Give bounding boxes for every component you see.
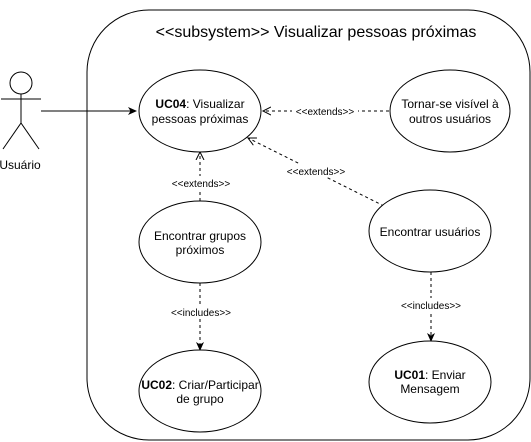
- use-case-uc04-ellipse: [138, 69, 262, 153]
- actor-left-leg: [2, 122, 22, 150]
- use-case-uc01-text: : Enviar: [425, 368, 466, 382]
- subsystem-title: <<subsystem>> Visualizar pessoas próxima…: [156, 24, 477, 41]
- includes-usuarios-label: <<includes>>: [401, 301, 461, 312]
- use-case-encontrar-usuarios-ellipse: [368, 189, 492, 273]
- extends-usuarios-label: <<extends>>: [287, 167, 346, 178]
- use-case-uc01-line1: UC01: Enviar: [394, 368, 465, 382]
- extends-grupos-label-bg: [168, 176, 234, 189]
- use-case-uc02-ellipse: [138, 349, 262, 433]
- use-case-uc04-text: : Visualizar: [186, 97, 244, 111]
- use-case-tornar-visivel-line1: Tornar-se visível à: [401, 97, 499, 111]
- use-case-uc02-id: UC02: [141, 378, 172, 392]
- use-case-uc04: UC04: Visualizar pessoas próximas: [138, 69, 262, 153]
- use-case-uc01: UC01: Enviar Mensagem: [368, 340, 492, 424]
- use-case-uc01-line2: Mensagem: [400, 382, 459, 396]
- use-case-uc02-line1: UC02: Criar/Participar: [141, 378, 258, 392]
- actor-name: Usuário: [0, 158, 41, 172]
- use-case-uc04-id: UC04: [155, 97, 186, 111]
- includes-usuarios-label-bg: [396, 298, 466, 311]
- use-case-encontrar-grupos-line2: próximos: [176, 243, 225, 257]
- extends-visivel-label: <<extends>>: [296, 107, 355, 118]
- use-case-uc02-text: : Criar/Participar: [172, 378, 259, 392]
- includes-grupos-label: <<includes>>: [171, 308, 231, 319]
- use-case-encontrar-grupos-line1: Encontrar grupos: [154, 229, 246, 243]
- use-case-uc04-line1: UC04: Visualizar: [155, 97, 244, 111]
- use-case-uc02-line2: de grupo: [176, 392, 224, 406]
- extends-usuarios-label-bg: [283, 164, 349, 177]
- use-case-uc01-ellipse: [368, 340, 492, 424]
- use-case-encontrar-usuarios: Encontrar usuários: [368, 189, 492, 273]
- use-case-uc02: UC02: Criar/Participar de grupo: [138, 349, 262, 433]
- use-case-uc01-id: UC01: [394, 368, 425, 382]
- actor-usuario: Usuário: [0, 71, 41, 172]
- actor-right-leg: [20, 122, 40, 150]
- extends-visivel-label-bg: [292, 104, 358, 117]
- use-case-tornar-visivel-ellipse: [389, 69, 511, 153]
- extends-usuarios-uc04-line: [248, 138, 385, 207]
- use-case-tornar-visivel-line2: outros usuários: [409, 112, 491, 126]
- use-case-encontrar-grupos-ellipse: [138, 200, 262, 284]
- use-case-encontrar-usuarios-line1: Encontrar usuários: [380, 225, 481, 239]
- actor-head: [9, 71, 33, 95]
- includes-grupos-label-bg: [166, 305, 236, 318]
- use-case-encontrar-grupos: Encontrar grupos próximos: [138, 200, 262, 284]
- use-case-uc04-line2: pessoas próximas: [152, 112, 249, 126]
- use-case-tornar-visivel: Tornar-se visível à outros usuários: [389, 69, 511, 153]
- extends-grupos-label: <<extends>>: [172, 179, 231, 190]
